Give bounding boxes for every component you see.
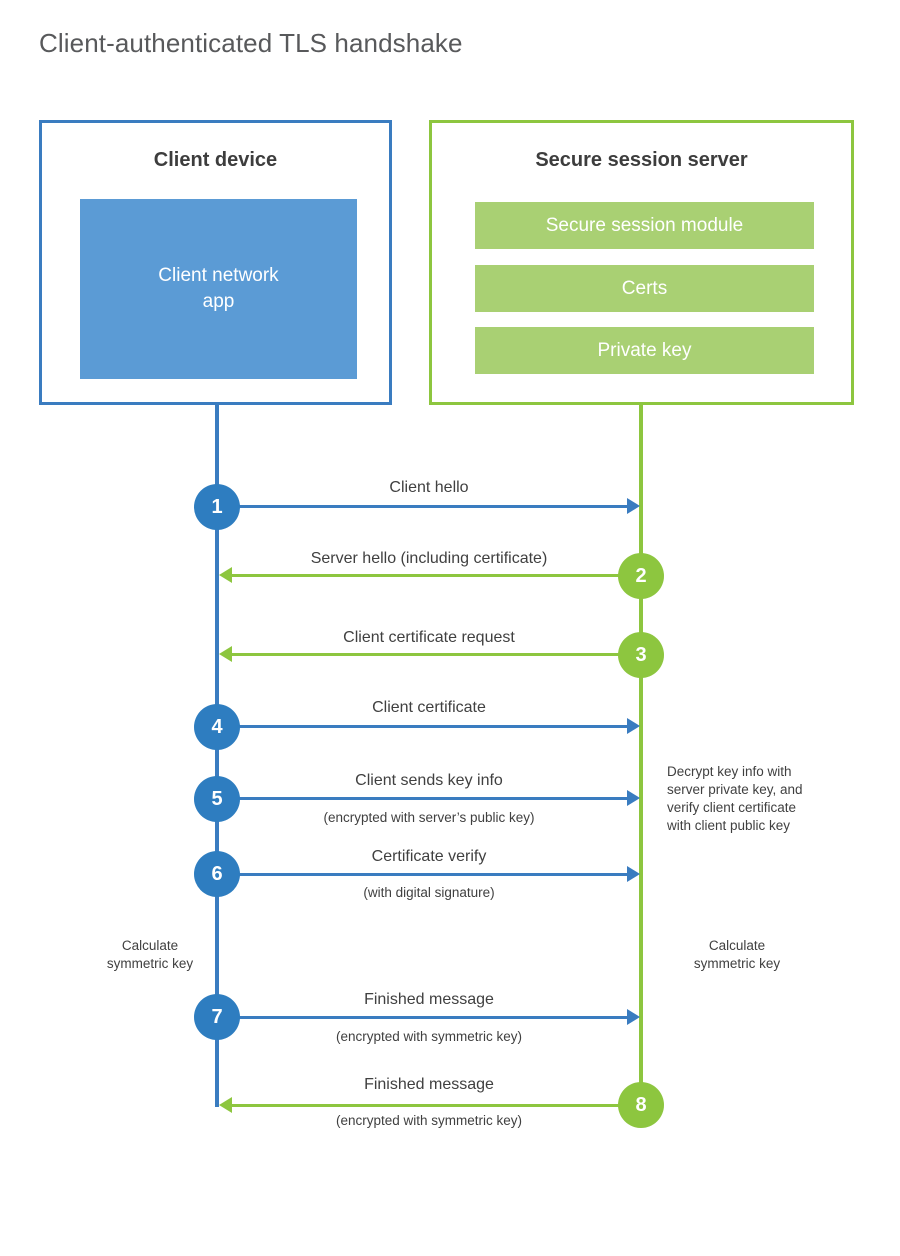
step-2-label: Server hello (including certificate) <box>310 550 548 567</box>
client-calculate-symmetric-key-annotation: Calculate symmetric key <box>106 938 194 971</box>
server-component-label: Private key <box>597 339 692 361</box>
step-8-marker[interactable]: 8 <box>618 1082 664 1128</box>
step-6-arrow-line <box>217 873 627 876</box>
step-6-arrow-head <box>627 866 640 882</box>
step-1-arrow-head <box>627 498 640 514</box>
server-component-private-key: Private key <box>475 327 814 374</box>
step-4-label: Client certificate <box>372 699 486 716</box>
page-title: Client-authenticated TLS handshake <box>39 28 463 58</box>
client-network-app-label: Client network app <box>158 265 279 312</box>
step-7-label: Finished message <box>364 991 494 1008</box>
server-component-secure-session-module: Secure session module <box>475 202 814 249</box>
step-5-arrow-head <box>627 790 640 806</box>
client-device-title: Client device <box>153 149 278 171</box>
step-8-arrow-line <box>232 1104 641 1107</box>
step-2-arrow-line <box>232 574 641 577</box>
client-device-box: Client device Client network app <box>39 120 392 405</box>
secure-session-server-box: Secure session server Secure session mod… <box>429 120 854 405</box>
step-1-arrow-line <box>217 505 627 508</box>
step-7-arrow-line <box>217 1016 627 1019</box>
step-3-label: Client certificate request <box>343 629 515 646</box>
step-3-arrow-head <box>219 646 232 662</box>
step-5-sublabel: (encrypted with server’s public key) <box>323 810 535 825</box>
step-6-sublabel: (with digital signature) <box>363 885 495 900</box>
step-7-sublabel: (encrypted with symmetric key) <box>335 1029 523 1044</box>
step-2-arrow-head <box>219 567 232 583</box>
server-decrypt-annotation: Decrypt key info with server private key… <box>667 764 803 833</box>
server-component-label: Certs <box>621 277 668 299</box>
client-lifeline <box>215 405 219 1107</box>
step-1-marker[interactable]: 1 <box>194 484 240 530</box>
step-2-marker[interactable]: 2 <box>618 553 664 599</box>
step-8-label: Finished message <box>364 1076 494 1093</box>
server-component-label: Secure session module <box>545 214 744 236</box>
client-network-app-block: Client network app <box>80 199 357 379</box>
server-lifeline <box>639 405 643 1105</box>
step-6-label: Certificate verify <box>371 848 487 865</box>
step-8-arrow-head <box>219 1097 232 1113</box>
step-4-arrow-head <box>627 718 640 734</box>
step-5-arrow-line <box>217 797 627 800</box>
step-5-label: Client sends key info <box>355 772 503 789</box>
server-component-certs: Certs <box>475 265 814 312</box>
secure-session-server-title: Secure session server <box>535 149 748 171</box>
step-3-arrow-line <box>232 653 641 656</box>
step-4-marker[interactable]: 4 <box>194 704 240 750</box>
step-7-arrow-head <box>627 1009 640 1025</box>
step-8-sublabel: (encrypted with symmetric key) <box>335 1113 523 1128</box>
step-3-marker[interactable]: 3 <box>618 632 664 678</box>
step-7-marker[interactable]: 7 <box>194 994 240 1040</box>
step-5-marker[interactable]: 5 <box>194 776 240 822</box>
step-1-label: Client hello <box>389 479 469 496</box>
step-6-marker[interactable]: 6 <box>194 851 240 897</box>
step-4-arrow-line <box>217 725 627 728</box>
server-calculate-symmetric-key-annotation: Calculate symmetric key <box>693 938 781 971</box>
